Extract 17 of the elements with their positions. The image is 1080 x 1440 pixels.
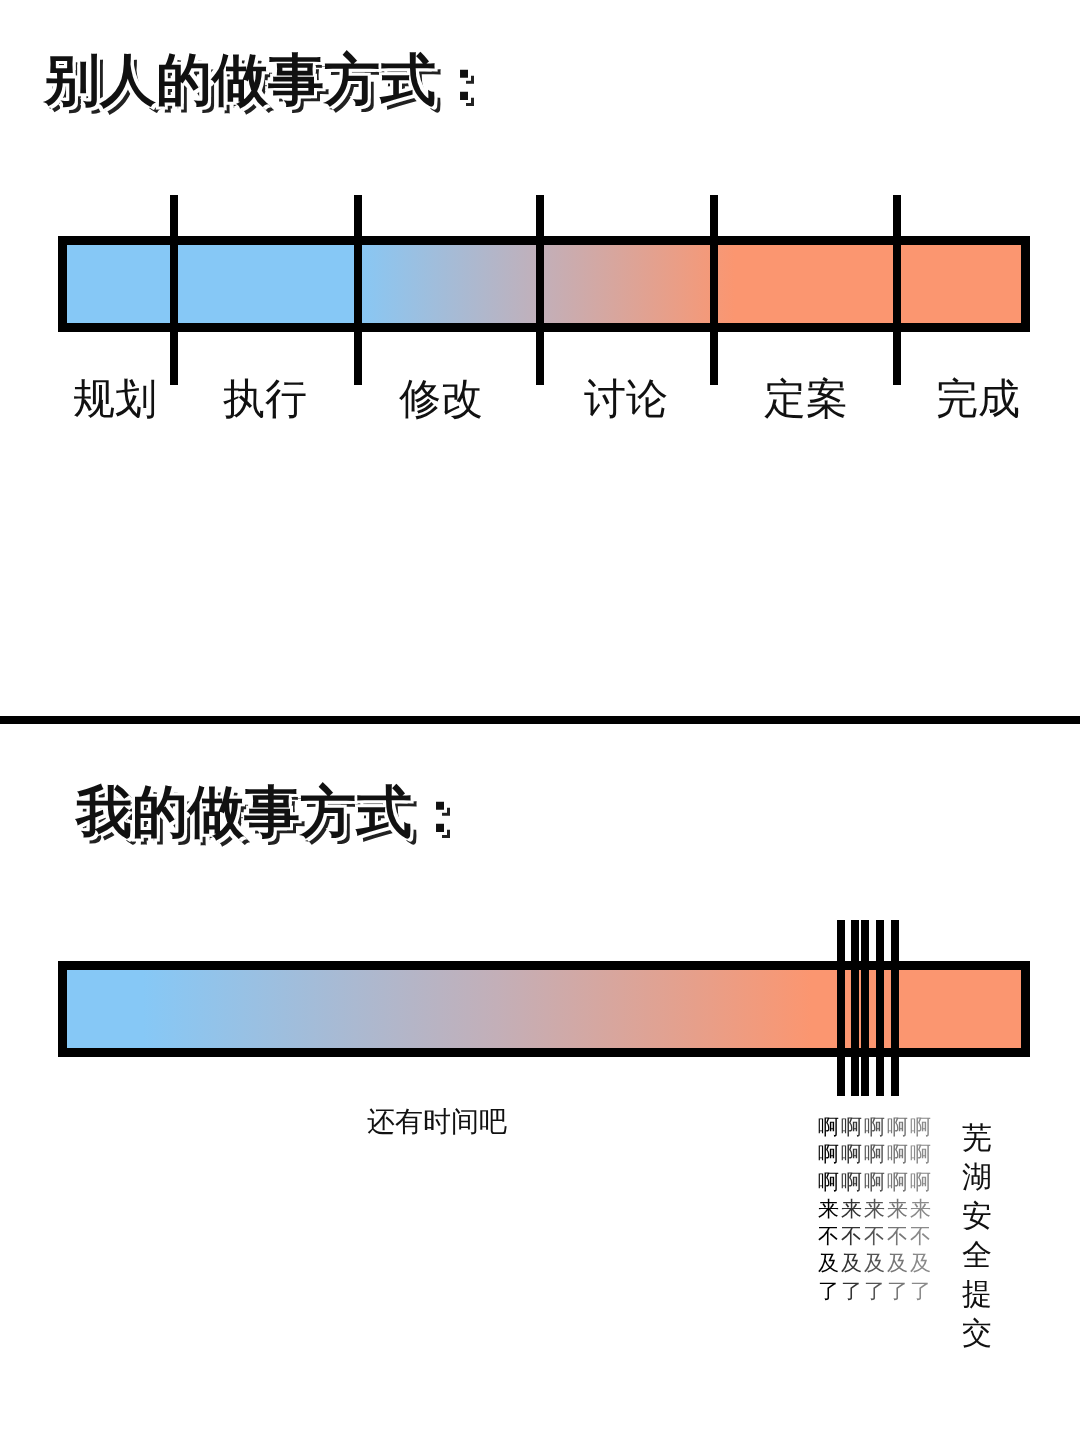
vertical-text: 啊啊啊来不及了 xyxy=(818,1114,839,1305)
stage-label: 定案 xyxy=(764,378,848,420)
stage-label: 讨论 xyxy=(584,378,668,420)
stage-label: 完成 xyxy=(936,378,1020,420)
vertical-text: 芜湖安全提交 xyxy=(962,1119,992,1352)
stage-label: 修改 xyxy=(399,378,483,420)
vertical-text: 啊啊啊来不及了 xyxy=(887,1114,908,1305)
stage-label: 规划 xyxy=(73,378,157,420)
note-text: 还有时间吧 xyxy=(367,1108,507,1136)
stage-label: 执行 xyxy=(223,378,307,420)
gradient-bar xyxy=(58,236,1030,332)
vertical-text: 啊啊啊来不及了 xyxy=(841,1114,862,1305)
vertical-text: 啊啊啊来不及了 xyxy=(864,1114,885,1305)
section-heading: 别人的做事方式： xyxy=(44,52,492,108)
section-heading: 我的做事方式： xyxy=(76,784,468,840)
gradient-bar xyxy=(58,961,1030,1057)
vertical-text: 啊啊啊来不及了 xyxy=(910,1114,931,1305)
